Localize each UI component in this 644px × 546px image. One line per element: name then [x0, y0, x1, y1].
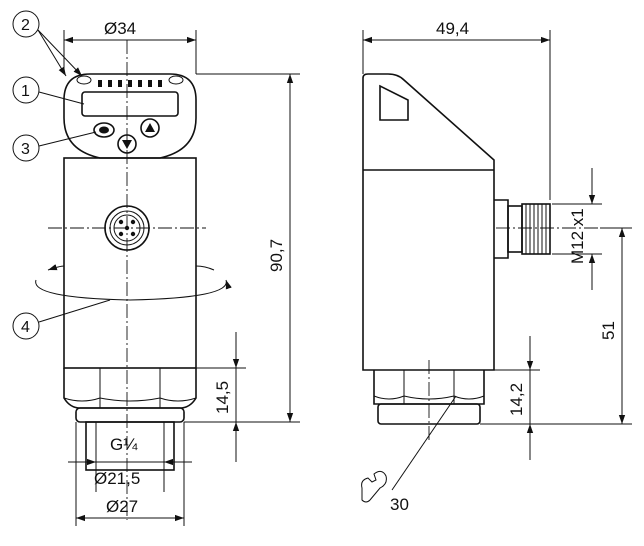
- svg-text:2: 2: [21, 17, 30, 34]
- rotation-arrow: [35, 279, 232, 301]
- dim-thread-14-2: 14,2: [484, 336, 540, 460]
- flange-front: [75, 407, 185, 423]
- svg-text:1: 1: [21, 83, 30, 100]
- callout-4: 4: [12, 299, 111, 340]
- dim-thread-14-2-label: 14,2: [507, 383, 526, 416]
- dim-thread-14-5-label: 14,5: [213, 381, 232, 414]
- dim-thread-14-5: 14,5: [184, 332, 246, 462]
- dim-m12: M12 x1: [552, 168, 602, 290]
- svg-text:3: 3: [21, 141, 30, 158]
- side-body: [362, 73, 495, 371]
- side-view: 49,4 M12 x1 51 14,2 3: [361, 19, 632, 514]
- callout-3: 3: [12, 131, 97, 162]
- set-button: [93, 122, 115, 138]
- dim-diameter-27: Ø27: [75, 422, 185, 526]
- dim-height-90-7-label: 90,7: [267, 239, 286, 272]
- front-body: [63, 157, 197, 369]
- front-view: Ø34 90,7 14,5 G¼ Ø21,5: [12, 10, 300, 526]
- dim-diameter-21-5-label: Ø21,5: [94, 469, 140, 488]
- up-button: [140, 118, 160, 138]
- dim-diameter-27-label: Ø27: [106, 497, 138, 516]
- callout-2: 2: [12, 10, 83, 77]
- dim-height-51-label: 51: [599, 321, 618, 340]
- side-display: [379, 84, 409, 121]
- side-connector-boss: [494, 199, 509, 259]
- thread-g14-label: G¼: [110, 435, 138, 454]
- wrench-size-label: 30: [390, 495, 409, 514]
- m12-connector-side: [507, 203, 551, 255]
- display-window: [81, 91, 179, 117]
- wrench-size-30: 30: [361, 395, 457, 514]
- dim-height-51: 51: [480, 227, 632, 425]
- dim-m12-label: M12 x1: [568, 208, 587, 264]
- hex-nut-front: [63, 368, 197, 409]
- dim-diameter-21-5: Ø21,5: [68, 458, 192, 492]
- callout-1: 1: [12, 76, 85, 105]
- svg-text:4: 4: [21, 319, 30, 336]
- dim-diameter-34: Ø34: [63, 19, 197, 74]
- dim-diameter-34-label: Ø34: [104, 19, 136, 38]
- wrench-icon: [361, 470, 387, 503]
- thread-front: [85, 421, 175, 471]
- led-indicators: [76, 75, 184, 87]
- dim-height-90-7: 90,7: [196, 73, 300, 423]
- dim-depth-49-4-label: 49,4: [436, 19, 469, 38]
- dim-depth-49-4: 49,4: [362, 19, 551, 200]
